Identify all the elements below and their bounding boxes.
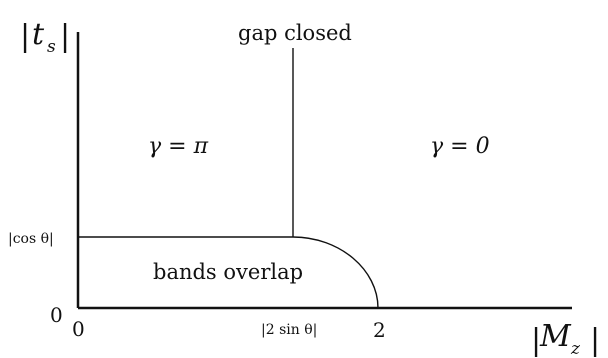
svg-text:|: | bbox=[531, 323, 541, 358]
y-axis-label: | t s | bbox=[20, 17, 70, 57]
svg-text:z: z bbox=[570, 339, 581, 358]
svg-text:|: | bbox=[590, 323, 600, 358]
right-phase-label: γ = 0 bbox=[430, 134, 490, 159]
svg-text:t: t bbox=[32, 17, 45, 52]
svg-text:s: s bbox=[47, 37, 56, 57]
x-tick-zero: 0 bbox=[72, 317, 85, 341]
bands-overlap-label: bands overlap bbox=[153, 260, 303, 284]
y-tick-zero: 0 bbox=[50, 303, 63, 327]
bands-overlap-boundary bbox=[292, 236, 379, 309]
svg-text:M: M bbox=[539, 319, 572, 354]
x-tick-sin-theta: |2 sin θ| bbox=[261, 322, 317, 338]
y-tick-cos-theta: |cos θ| bbox=[8, 231, 54, 247]
svg-text:|: | bbox=[20, 19, 30, 54]
gap-closed-label: gap closed bbox=[238, 21, 352, 45]
left-phase-label: γ = π bbox=[148, 134, 209, 159]
x-tick-two: 2 bbox=[373, 318, 386, 342]
svg-text:|: | bbox=[60, 19, 70, 54]
x-axis-label: | M z | bbox=[531, 319, 600, 358]
